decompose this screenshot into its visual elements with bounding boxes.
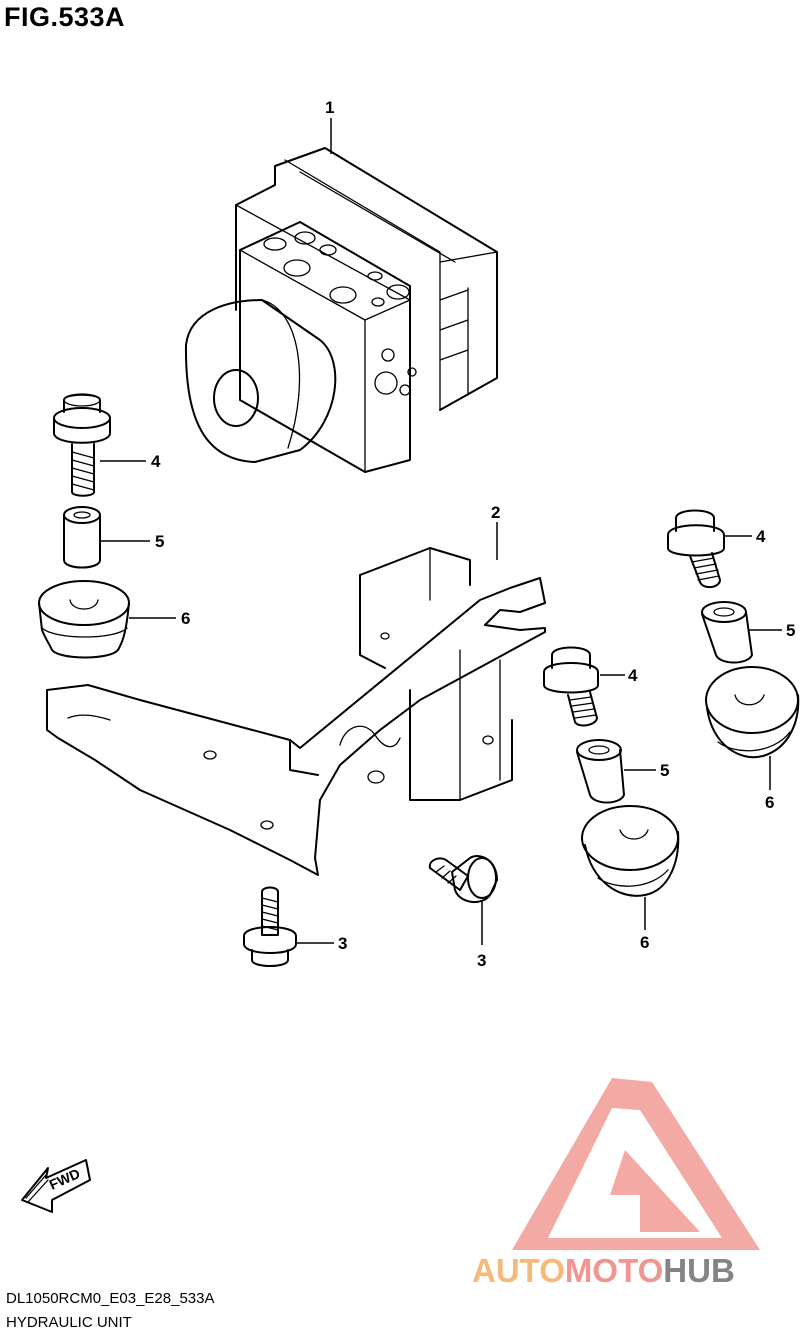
callout-4-right: 4 [756,527,766,546]
callout-5-left: 5 [155,532,164,551]
callout-1: 1 [325,98,334,117]
bolt-3-middle [428,855,498,903]
callout-4-middle: 4 [628,666,638,685]
hydraulic-unit [184,147,498,473]
watermark-part1: AUTO [472,1252,565,1289]
diagram-code: DL1050RCM0_E03_E28_533A [6,1290,215,1307]
grommet-6-left [38,580,130,659]
callout-4-left: 4 [151,452,161,471]
grommet-6-middle [581,805,680,897]
callout-3-left: 3 [338,934,347,953]
callout-6-middle: 6 [640,933,649,952]
leader-lines [100,118,782,945]
callout-3-middle: 3 [477,951,486,970]
spacer-5-left [63,506,101,569]
watermark-part3: HUB [663,1252,735,1289]
bolt-4-right [667,509,725,588]
spacer-5-middle [576,739,625,804]
callout-2: 2 [491,503,500,522]
diagram-name: HYDRAULIC UNIT [6,1314,132,1331]
callout-6-right: 6 [765,793,774,812]
bolt-3-left [243,886,297,967]
fwd-label: FWD [47,1165,83,1193]
bolt-4-middle [543,646,599,727]
watermark-part2: MOTO [565,1252,663,1289]
callout-5-middle: 5 [660,761,669,780]
bolt-4-left [53,393,111,497]
watermark-text: AUTOMOTOHUB [472,1252,735,1289]
figure-title: FIG.533A [4,2,126,32]
callout-5-right: 5 [786,621,795,640]
grommet-6-right [705,666,800,759]
spacer-5-right [701,601,753,664]
watermark-logo: AUTOMOTOHUB [472,1078,760,1289]
bracket [46,547,546,876]
fwd-arrow: FWD [21,1159,91,1213]
callout-6-left: 6 [181,609,190,628]
